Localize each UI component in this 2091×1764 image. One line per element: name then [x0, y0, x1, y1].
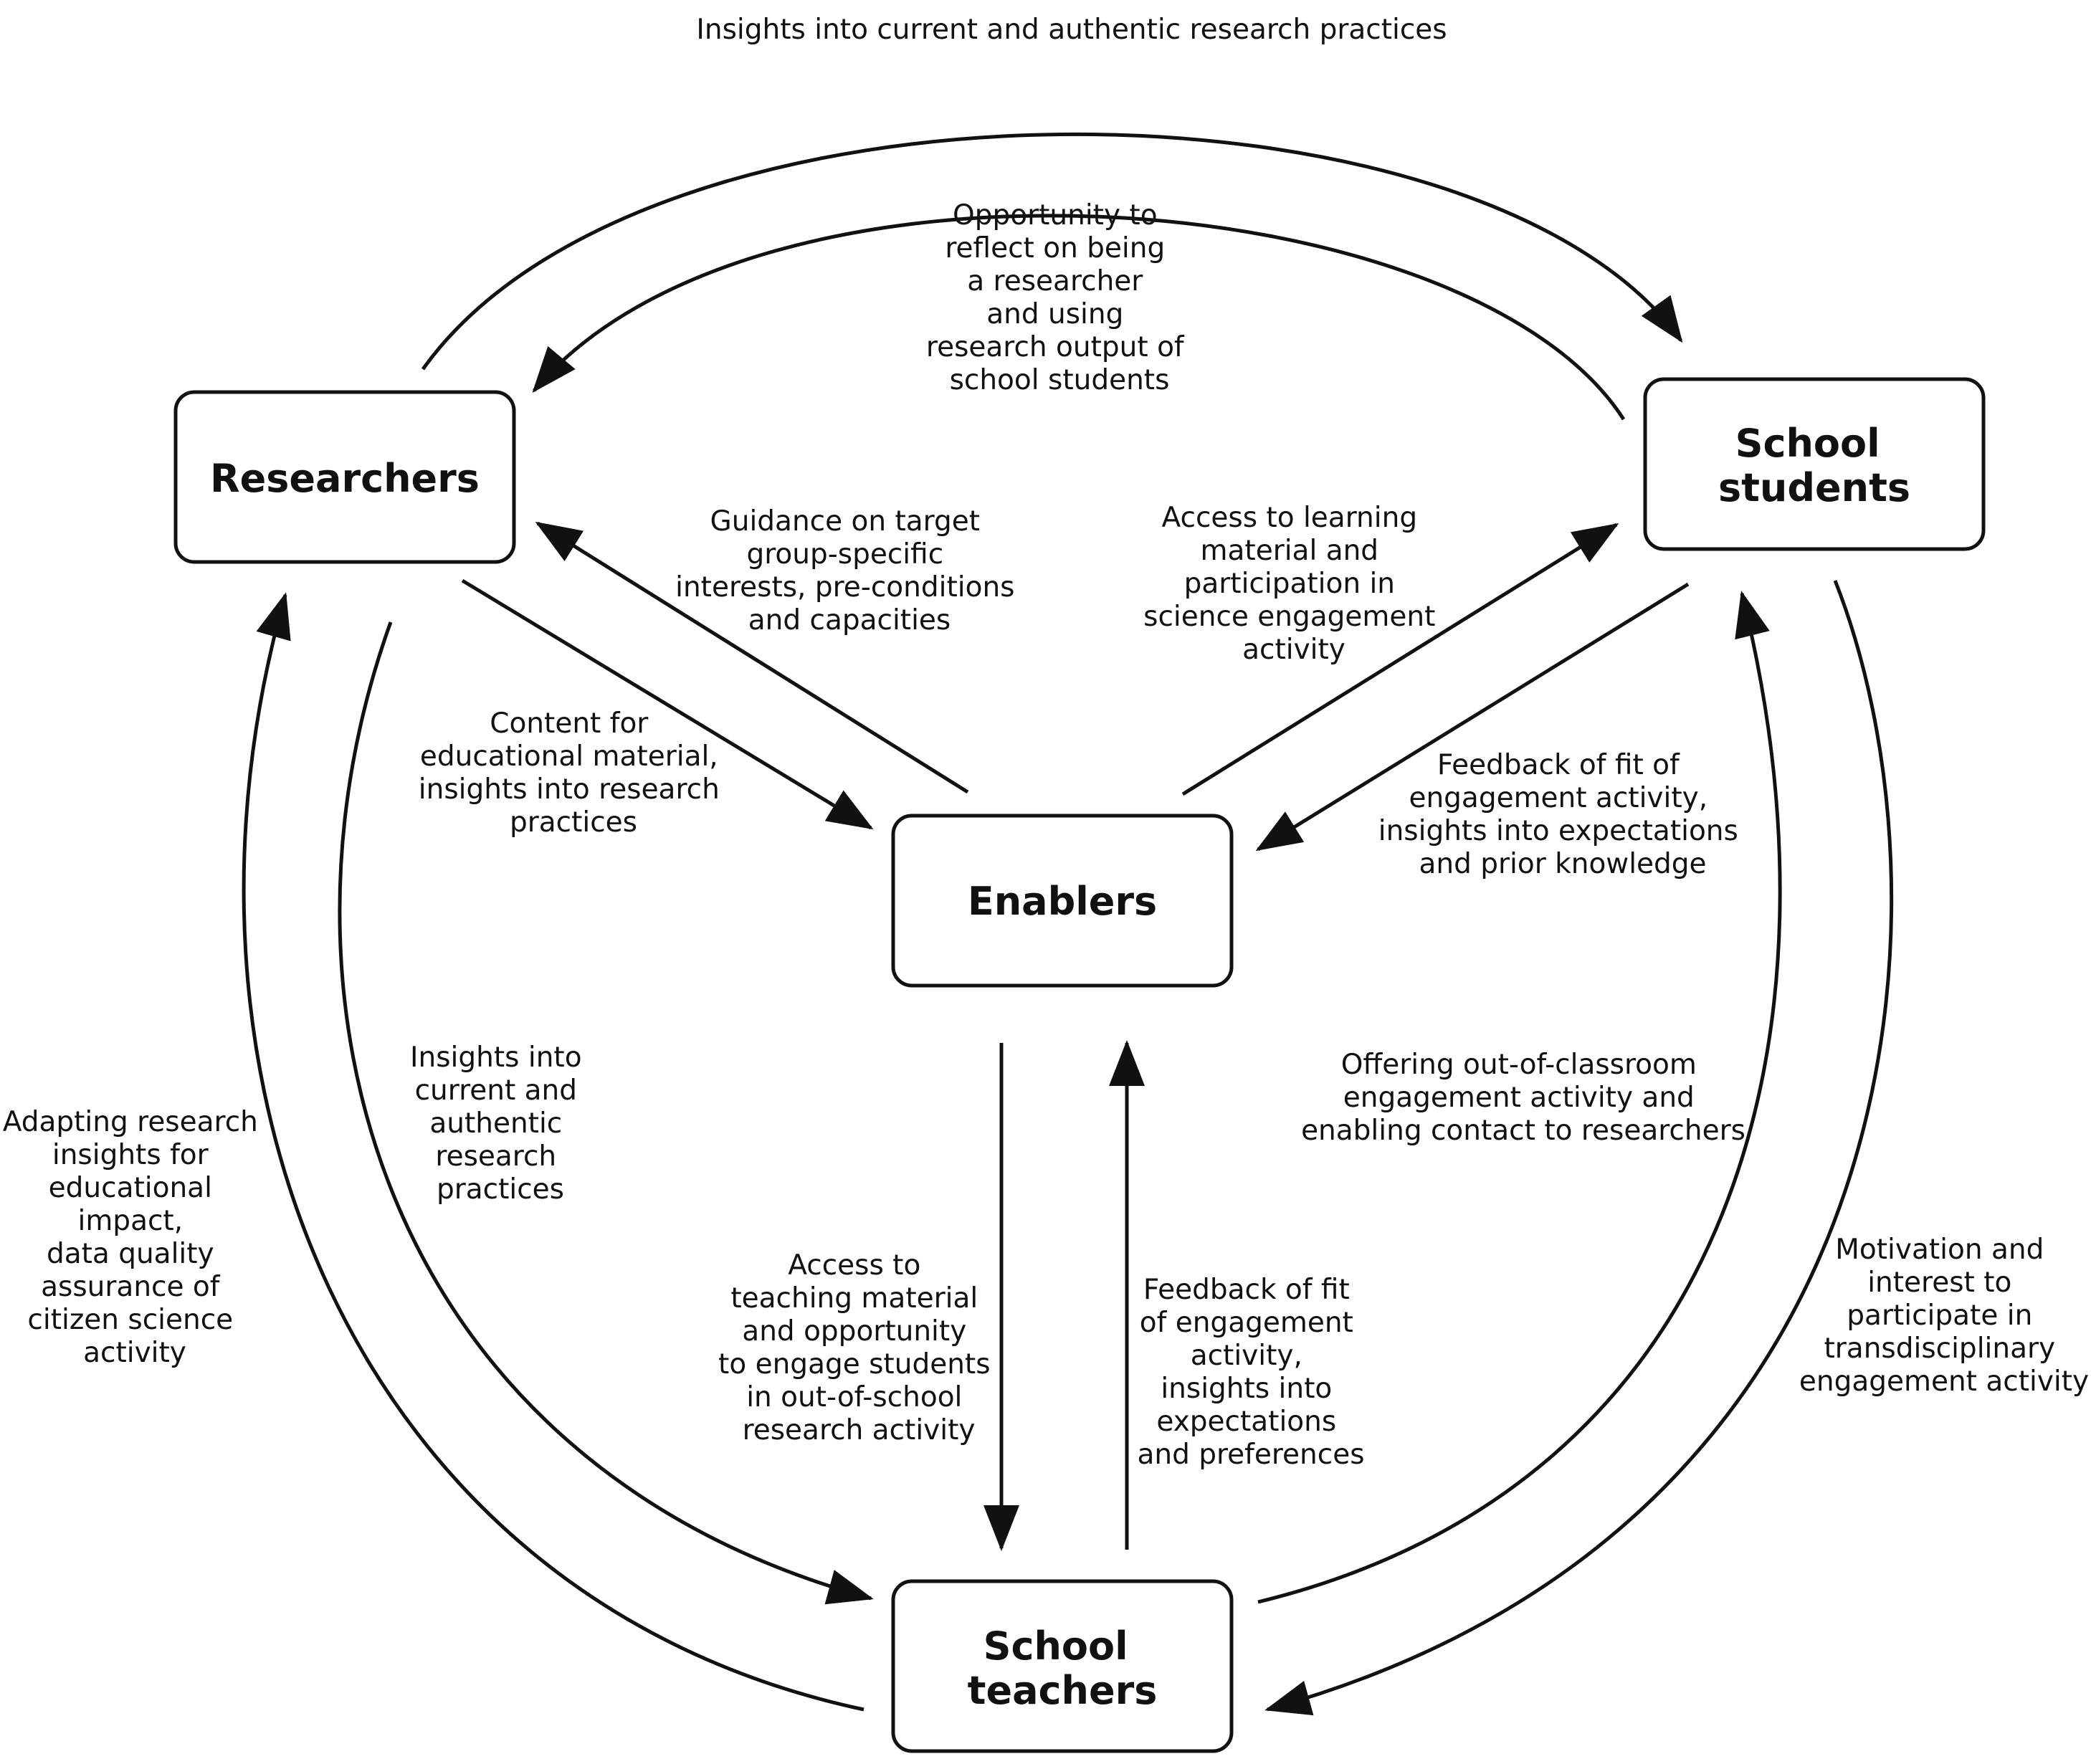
label-teachers-to-researchers-outer: Adapting research insights for education… [3, 1106, 267, 1369]
edge-students-to-teachers-outer [1264, 580, 1894, 1716]
label-line: practices [437, 1173, 564, 1206]
label-teachers-to-enablers: Feedback of fit of engagement activity, … [1137, 1274, 1364, 1471]
label-enablers-to-students: Access to learning material and particip… [1143, 502, 1444, 666]
label-researchers-to-enablers: Content for educational material, insigh… [419, 707, 728, 839]
label-line: Offering out-of-classroom [1341, 1049, 1697, 1081]
label-line: research activity [743, 1414, 976, 1446]
label-line: assurance of [41, 1271, 221, 1303]
label-line: and capacities [748, 604, 951, 637]
label-line: teaching material [730, 1282, 978, 1315]
label-students-to-teachers-outer: Motivation and interest to participate i… [1799, 1234, 2089, 1398]
label-line: expectations [1156, 1406, 1336, 1438]
label-line: research output of [926, 331, 1185, 363]
label-line: participate in [1847, 1300, 2032, 1332]
label-students-to-enablers: Feedback of fit of engagement activity, … [1378, 749, 1748, 880]
label-researchers-to-students-outer: Insights into current and authentic rese… [696, 14, 1447, 46]
label-line: Access to learning [1162, 502, 1418, 534]
label-line: and prior knowledge [1419, 848, 1706, 880]
label-line: authentic [429, 1107, 562, 1140]
label-line: citizen science [27, 1304, 233, 1336]
node-label-line: Researchers [210, 456, 480, 501]
label-line: Content for [490, 707, 649, 740]
label-line: current and [415, 1074, 577, 1107]
edge-teachers-to-researchers-outer [242, 592, 864, 1712]
label-line: insights for [52, 1139, 209, 1171]
label-line: activity [83, 1337, 186, 1369]
node-teachers-label: School teachers [968, 1624, 1158, 1713]
label-line: Insights into [410, 1041, 582, 1074]
label-line: insights into [1161, 1373, 1332, 1405]
edge-researchers-to-teachers-inner [338, 621, 874, 1605]
node-label-line: School [983, 1624, 1128, 1669]
label-line: Access to [788, 1249, 920, 1282]
label-line: reflect on being [945, 232, 1165, 264]
node-researchers: Researchers [173, 390, 516, 564]
label-line: Adapting research [3, 1106, 258, 1138]
node-label-line: teachers [968, 1668, 1158, 1713]
edge-students-to-enablers [1255, 582, 1690, 852]
label-line: Motivation and [1835, 1234, 2044, 1266]
label-line: of engagement [1140, 1307, 1353, 1339]
node-enablers-label: Enablers [968, 879, 1157, 924]
label-line: Insights into current and authentic rese… [696, 14, 1447, 46]
node-students: School students [1643, 377, 1986, 551]
label-line: a researcher [967, 265, 1143, 297]
label-line: Guidance on target [710, 505, 981, 538]
label-students-to-researchers-inner: Opportunity to reflect on being a resear… [926, 199, 1193, 396]
label-line: educational material, [420, 740, 718, 773]
label-line: Feedback of fit [1143, 1274, 1350, 1306]
label-line: in out-of-school [746, 1381, 962, 1413]
label-line: insights into research [419, 773, 720, 806]
edge-researchers-to-students-outer [421, 132, 1683, 371]
edge-enablers-to-researchers [535, 521, 969, 794]
node-researchers-label: Researchers [210, 456, 480, 501]
label-line: data quality [47, 1238, 214, 1270]
label-line: transdisciplinary [1824, 1332, 2055, 1365]
label-line: science engagement [1143, 601, 1435, 633]
label-teachers-to-students-inner: Offering out-of-classroom engagement act… [1301, 1049, 1745, 1147]
node-teachers: School teachers [891, 1579, 1234, 1753]
label-line: practices [510, 806, 637, 839]
label-line: research [435, 1140, 556, 1173]
node-label-line: School [1735, 421, 1880, 466]
node-label-line: students [1718, 465, 1910, 510]
label-line: engagement activity and [1343, 1082, 1695, 1114]
label-enablers-to-teachers: Access to teaching material and opportun… [718, 1249, 999, 1446]
label-line: Feedback of fit of [1437, 749, 1680, 781]
edge-enablers-to-students [1181, 523, 1619, 796]
label-line: material and [1201, 535, 1379, 567]
label-line: engagement activity, [1409, 782, 1707, 814]
node-enablers: Enablers [891, 814, 1234, 988]
label-line: educational [49, 1172, 212, 1204]
label-line: interest to [1867, 1267, 2011, 1299]
label-line: enabling contact to researchers [1301, 1115, 1745, 1147]
label-line: and using [986, 298, 1123, 330]
edge-researchers-to-enablers [461, 578, 874, 830]
label-line: activity, [1191, 1340, 1302, 1372]
label-enablers-to-researchers: Guidance on target group-specific intere… [675, 505, 1024, 637]
label-line: group-specific [746, 538, 943, 571]
label-line: participation in [1184, 568, 1395, 600]
node-students-label: School students [1718, 421, 1910, 510]
label-line: school students [950, 364, 1170, 396]
edge-teachers-to-students-inner [1257, 591, 1782, 1604]
label-line: Opportunity to [953, 199, 1158, 232]
label-line: interests, pre-conditions [675, 571, 1014, 604]
label-line: insights into expectations [1378, 815, 1738, 847]
label-line: to engage students [718, 1348, 990, 1381]
label-line: and opportunity [742, 1315, 966, 1348]
label-line: activity [1242, 634, 1345, 666]
label-line: and preferences [1137, 1439, 1364, 1471]
edges [242, 132, 1894, 1716]
label-line: impact, [77, 1205, 183, 1237]
edge-students-to-researchers-inner [532, 214, 1626, 421]
label-researchers-to-teachers-inner: Insights into current and authentic rese… [410, 1041, 591, 1206]
label-line: engagement activity [1799, 1365, 2089, 1398]
node-label-line: Enablers [968, 879, 1157, 924]
